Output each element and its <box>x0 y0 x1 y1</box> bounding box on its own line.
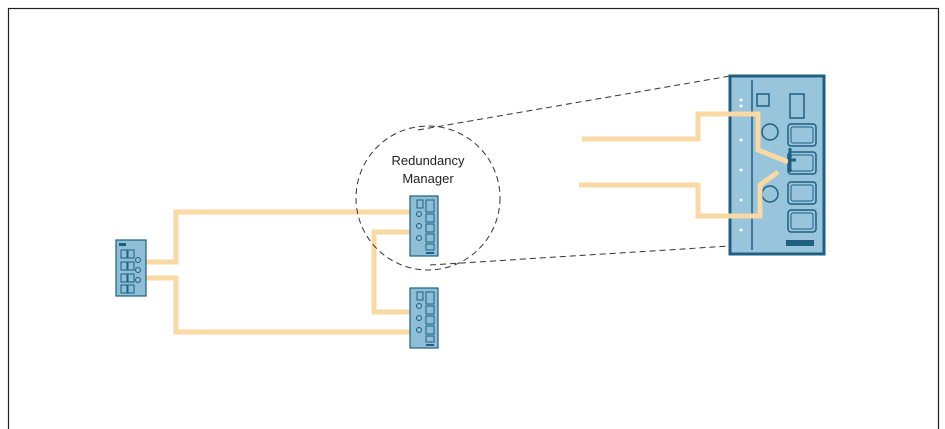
magnified-switch-icon <box>728 74 826 256</box>
redundancy-manager-circle <box>355 125 501 271</box>
redundancy-manager-device-icon <box>409 195 439 257</box>
switch-device-icon <box>115 239 147 297</box>
cable-top <box>146 209 410 265</box>
zoom-line-top <box>417 75 731 131</box>
rm-label-line2: Manager <box>402 171 454 186</box>
cable-bottom <box>146 275 410 335</box>
frame-border <box>7 7 940 429</box>
switch-device-icon <box>409 287 439 349</box>
magnified-cables <box>579 111 789 219</box>
rm-label-line1: Redundancy <box>392 153 465 168</box>
cable-lines <box>146 209 410 335</box>
magnified-cable-bottom <box>579 169 780 219</box>
cable-link <box>371 229 410 315</box>
magnified-cable-top <box>582 111 789 165</box>
zoom-line-bottom <box>429 245 731 266</box>
